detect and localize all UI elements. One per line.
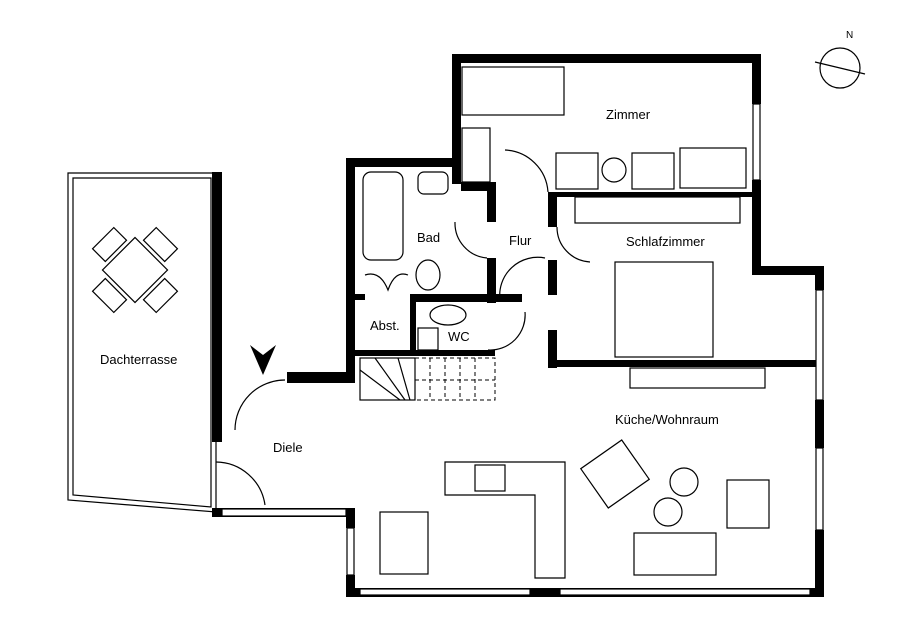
single-bed: [461, 66, 565, 116]
compass-icon: N: [814, 30, 866, 98]
compass-north-label: N: [846, 30, 853, 41]
armchair: [631, 152, 675, 190]
room-label-dachterrasse: Dachterrasse: [100, 352, 177, 367]
toilet: [429, 304, 467, 326]
dining-table: [379, 511, 429, 575]
bathtub: [362, 171, 404, 261]
room-label-zimmer: Zimmer: [606, 107, 651, 122]
side-table: [653, 497, 683, 527]
terrace-outline: [67, 172, 217, 513]
furniture: [91, 66, 770, 579]
room-label-flur: Flur: [509, 233, 532, 248]
armchair: [555, 152, 599, 190]
stove: [474, 464, 506, 492]
stairs: [359, 357, 496, 401]
doors: [215, 149, 591, 506]
sink: [417, 327, 439, 351]
sink: [417, 171, 449, 195]
toilet: [415, 259, 441, 291]
side-table: [601, 157, 627, 183]
armchair: [579, 439, 651, 509]
room-label-kueche-wohnraum: Küche/Wohnraum: [615, 412, 719, 427]
desk: [679, 147, 747, 189]
wardrobe-small: [461, 127, 491, 183]
room-label-abst: Abst.: [370, 318, 400, 333]
sideboard: [629, 367, 766, 389]
sofa: [633, 532, 717, 576]
room-label-wc: WC: [448, 329, 470, 344]
side-table: [669, 467, 699, 497]
room-label-bad: Bad: [417, 230, 440, 245]
terrace-table-set: [91, 226, 179, 314]
wardrobe: [574, 196, 741, 224]
room-label-diele: Diele: [273, 440, 303, 455]
armchair: [726, 479, 770, 529]
windows: [221, 103, 824, 596]
room-label-schlafzimmer: Schlafzimmer: [626, 234, 705, 249]
double-bed: [614, 261, 714, 358]
entrance-arrow-icon: [250, 345, 276, 375]
